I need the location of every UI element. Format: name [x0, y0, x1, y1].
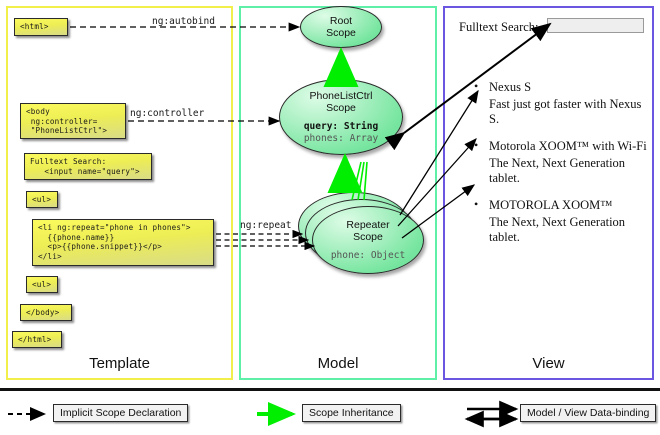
legend: Implicit Scope Declaration Scope Inherit…: [0, 388, 660, 435]
legend-label-scope-inheritance: Scope Inheritance: [302, 404, 401, 422]
legend-label-model-view-data-binding: Model / View Data-binding: [520, 404, 657, 422]
scope-property: query: String: [303, 121, 379, 132]
code-box-html-close: </html>: [12, 331, 62, 348]
column-label-view: View: [532, 355, 565, 372]
scope-property: phone: Object: [330, 249, 406, 261]
scope-repeater: Repeater Scope phone: Object: [312, 206, 424, 274]
list-item-snippet: Fast just got faster with Nexus S.: [489, 97, 642, 126]
legend-arrows: [8, 400, 519, 428]
list-item-snippet: The Next, Next Generation tablet.: [489, 215, 626, 244]
view-content: Fulltext Search: Nexus S Fast just got f…: [445, 8, 652, 378]
view-search-input[interactable]: [547, 18, 644, 33]
column-label-template: Template: [89, 355, 150, 372]
scope-property: phones: Array: [303, 132, 379, 144]
code-box-body-controller: <body ng:controller= "PhoneListCtrl">: [20, 103, 126, 139]
column-label-model: Model: [317, 355, 359, 372]
list-item: MOTOROLA XOOM™: [471, 197, 651, 213]
code-box-ul-close: <ul>: [26, 276, 58, 293]
scope-phonelistctrl: PhoneListCtrl Scope query: String phones…: [279, 79, 403, 155]
label-ng-autobind: ng:autobind: [152, 16, 215, 27]
code-box-fulltext-search: Fulltext Search: <input name="query">: [24, 153, 152, 180]
view-phone-list: Nexus S Fast just got faster with Nexus …: [471, 79, 651, 257]
scope-title: PhoneListCtrl Scope: [309, 90, 373, 114]
list-item-snippet: The Next, Next Generation tablet.: [489, 156, 626, 185]
code-box-html-open: <html>: [14, 18, 68, 36]
label-ng-controller: ng:controller: [130, 108, 205, 119]
legend-label-implicit-scope-declaration: Implicit Scope Declaration: [53, 404, 189, 422]
scope-properties: query: String phones: Array: [304, 121, 378, 144]
list-item: Motorola XOOM™ with Wi-Fi: [471, 138, 651, 154]
code-box-li-repeat: <li ng:repeat="phone in phones"> {{phone…: [32, 219, 214, 266]
scope-properties: phone: Object: [331, 250, 405, 262]
scope-title: Root Scope: [326, 15, 356, 39]
code-box-ul-open: <ul>: [26, 191, 58, 208]
view-search-label: Fulltext Search:: [459, 20, 539, 34]
scope-root: Root Scope: [300, 6, 382, 48]
scope-title: Repeater Scope: [346, 218, 390, 243]
list-item: Nexus S: [471, 79, 651, 95]
column-view: Fulltext Search: Nexus S Fast just got f…: [443, 6, 654, 380]
label-ng-repeat: ng:repeat: [240, 220, 292, 231]
code-box-body-close: </body>: [20, 304, 72, 321]
